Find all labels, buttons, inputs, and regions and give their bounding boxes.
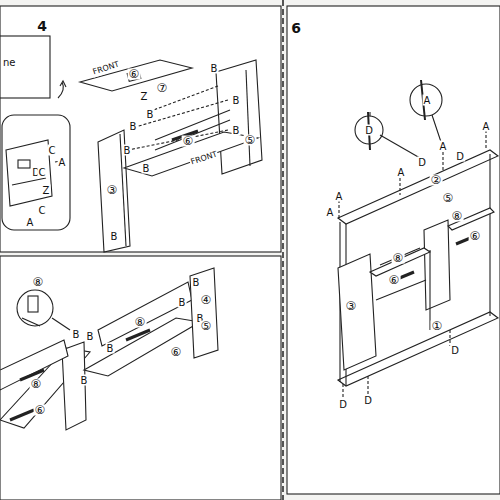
callout-label: ⑥	[469, 231, 482, 242]
callout-label: D	[455, 151, 465, 162]
callout-label: ④	[200, 295, 213, 306]
callout-label: B	[142, 163, 151, 174]
callout-label: B	[110, 231, 119, 242]
callout-label: D	[363, 395, 373, 406]
callout-label: Z	[140, 91, 149, 102]
callout-label: A	[58, 157, 67, 168]
callout-label: B	[72, 329, 81, 340]
callout-label: A	[326, 207, 335, 218]
callout-label: ③	[345, 301, 358, 312]
callout-label: ⑤	[200, 321, 213, 332]
callout-label: C	[38, 205, 47, 216]
callout-label: A	[482, 121, 491, 132]
callout-label: ②	[430, 175, 443, 186]
callout-label: B	[123, 145, 132, 156]
callout-label: ⑧	[392, 253, 405, 264]
callout-label: B	[106, 343, 115, 354]
callout-label: B	[178, 297, 187, 308]
callout-label: D	[417, 157, 427, 168]
callout-label: A	[423, 95, 432, 106]
callout-label: ⑤	[244, 135, 257, 146]
callout-label: B	[146, 109, 155, 120]
step-number: 6	[290, 23, 302, 34]
callout-label: ⑥	[128, 69, 141, 80]
callout-label: ⑤	[442, 193, 455, 204]
callout-label: B	[129, 121, 138, 132]
callout-label: A	[335, 191, 344, 202]
callout-label: B	[192, 277, 201, 288]
callout-label: B	[232, 125, 241, 136]
callout-label: ⑥	[182, 136, 195, 147]
callout-label: ⑧	[32, 277, 45, 288]
callout-label: C	[48, 145, 57, 156]
callout-label: D	[338, 399, 348, 410]
callout-label: ⑧	[134, 317, 147, 328]
callout-label: A	[26, 217, 35, 228]
callout-label: ③	[106, 185, 119, 196]
callout-label: ⑥	[34, 405, 47, 416]
callout-label: ⑥	[388, 275, 401, 286]
callout-label: B	[210, 63, 219, 74]
callout-label: ne	[2, 57, 17, 68]
callout-label: A	[439, 141, 448, 152]
callout-label: ⑦	[156, 83, 169, 94]
callout-label: ⑥	[170, 347, 183, 358]
callout-label: ⑧	[30, 379, 43, 390]
callout-label: B	[86, 331, 95, 342]
callout-label: D	[364, 125, 374, 136]
callout-label: D	[450, 345, 460, 356]
callout-label: C	[38, 167, 47, 178]
step-number: 4	[36, 21, 48, 32]
callout-label: A	[397, 167, 406, 178]
callout-label: B	[232, 95, 241, 106]
callout-label: ①	[431, 321, 444, 332]
callout-label: ⑧	[451, 211, 464, 222]
callout-label: B	[80, 375, 89, 386]
callout-label: Z	[42, 185, 51, 196]
